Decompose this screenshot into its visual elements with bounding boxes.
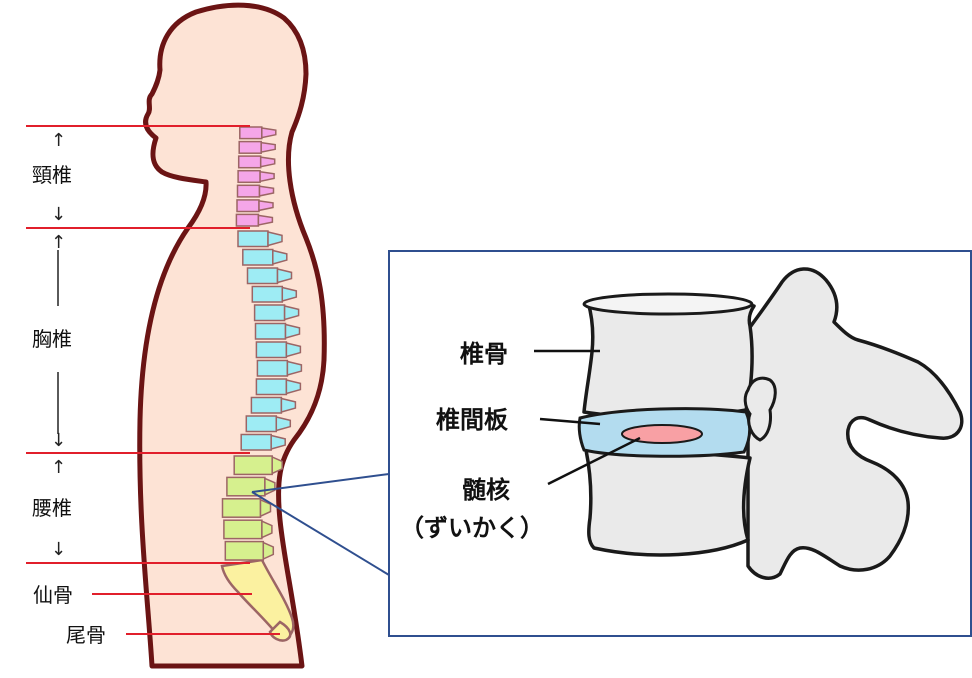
inset-connector-top [251,473,390,493]
cervical-vertebra [235,213,260,227]
thoracic-vertebra [240,433,272,451]
facet-joint [743,376,777,442]
lumbar-down-arrow: ↓ [51,539,66,560]
thoracic-spinous-process [280,397,297,413]
thoracic-down-arrow: ↓ [51,430,66,451]
thoracic-vertebra [256,359,289,377]
cervical-vertebra [238,140,262,154]
lumbar-vertebra [224,540,265,561]
cervical-vertebra [236,199,260,213]
cervical-vertebra [236,184,261,198]
cervical-spinous-process [259,156,276,168]
upper-body-top-rim [582,292,754,316]
thoracic-up-arrow: ↑ [51,232,66,253]
lumbar-spinous-process [261,520,273,539]
vertebra-label: 椎骨 [460,340,508,368]
thoracic-vertebra [245,415,278,433]
lumbar-vertebra [221,498,262,518]
cervical-vertebra [237,155,262,169]
cervical-spinous-process [261,127,277,139]
nucleus-reading-label: （ずいかく） [400,514,544,542]
lower-vertebral-body [584,448,752,557]
thoracic-vertebra [251,285,284,303]
thoracic-spinous-process [285,379,302,395]
thoracic-spinous-process [275,416,292,432]
nucleus-pulposus [621,424,703,444]
cervical-label: 頸椎 [32,163,72,187]
cervical-down-arrow: ↓ [51,204,66,225]
lumbar-vertebra [223,519,263,540]
thoracic-spinous-process [267,231,283,247]
thoracic-spinous-process [283,305,300,321]
sacrum-label: 仙骨 [33,583,73,607]
lumbar-spinous-process [271,455,283,475]
thoracic-spinous-process [285,342,302,358]
cervical-vertebra [237,169,261,184]
lumbar-spinous-process [262,541,275,561]
cervical-spinous-process [258,200,274,212]
thoracic-vertebra [246,267,279,285]
thoracic-vertebra [255,341,288,359]
thoracic-spinous-process [281,286,298,302]
coccyx-shape [268,620,292,642]
lumbar-vertebra [233,455,273,476]
lumbar-spinous-process [259,498,272,518]
vertebra-processes [746,267,964,580]
inset-connector-bottom [251,491,390,576]
cervical-spinous-process [260,141,276,154]
thoracic-vertebra [253,304,286,322]
cervical-spinous-process [259,170,275,183]
lumbar-label: 腰椎 [32,496,72,520]
lumbar-vertebra [226,476,266,497]
thoracic-spinous-process [272,249,288,265]
cervical-vertebra [239,126,263,140]
nucleus-leader-line [547,436,641,486]
thoracic-spinous-process [284,323,301,339]
disc-leader-line [539,417,601,426]
spine-vertebrae [221,126,303,561]
cervical-spinous-process [257,214,274,226]
thoracic-label: 胸椎 [32,327,72,351]
thoracic-spinous-process [286,360,303,376]
lumbar-up-arrow: ↑ [51,457,66,478]
thoracic-vertebra [255,378,288,396]
thoracic-spinous-process [276,268,293,284]
thoracic-vertebra [250,396,283,414]
disc-label: 椎間板 [436,406,509,434]
thoracic-vertebra [237,230,269,248]
thoracic-vertebra [254,322,287,340]
nucleus-label: 髄核 [462,476,510,504]
cervical-up-arrow: ↑ [51,130,66,151]
thoracic-vertebra [242,248,274,266]
cervical-spinous-process [258,185,275,197]
coccyx-label: 尾骨 [66,623,106,647]
thoracic-spinous-process [270,434,286,450]
